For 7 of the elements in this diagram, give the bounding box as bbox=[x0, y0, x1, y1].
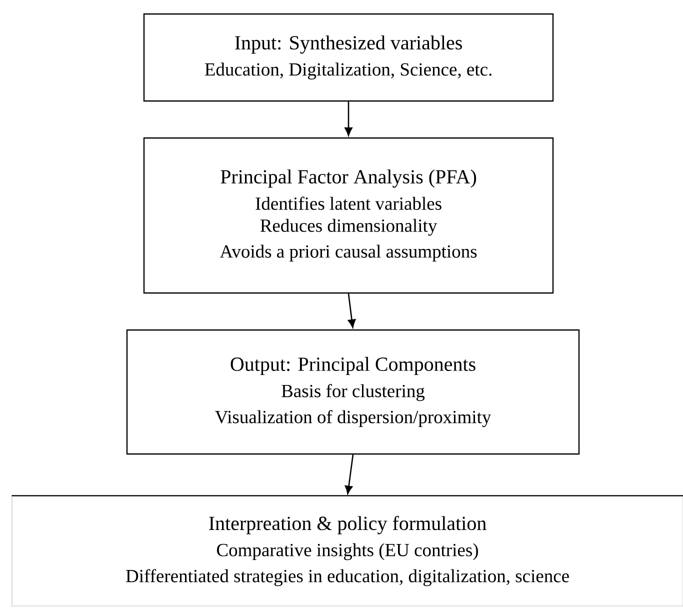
arrow bbox=[344, 102, 352, 136]
process-box: Output: Principal Components Basis for clustering Visualization of dispersion/proximity bbox=[126, 329, 580, 455]
process-box: Principal Factor Analysis (PFA) Identifies latent variables Reduces dimensionality Avoids a priori causal assumptions bbox=[143, 137, 554, 294]
process-box: Interpreation & policy formulation Comparative insights (EU contries) Differentiated strategies in education, digitalization, science bbox=[12, 495, 683, 606]
arrow bbox=[348, 294, 356, 328]
arrow bbox=[344, 454, 354, 494]
process-box: Input: Synthesized variables Education, Digitalization, Science, etc. bbox=[143, 13, 554, 102]
